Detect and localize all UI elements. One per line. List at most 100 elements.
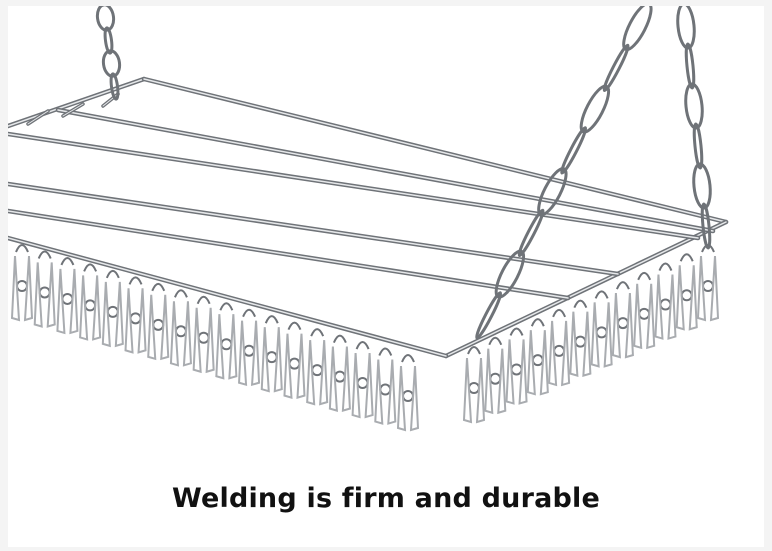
clothespin-hook	[552, 308, 567, 318]
clothespin-side	[505, 327, 528, 405]
clothespin-jaw	[23, 255, 34, 322]
clothespin-front	[192, 295, 215, 374]
clothespin-jaw	[182, 301, 192, 367]
clothespin-spring	[288, 357, 301, 370]
clothespin-hook	[37, 250, 52, 259]
clothespin-front	[328, 334, 351, 412]
clothespin-spring	[174, 325, 187, 338]
clothespin-jaw	[709, 255, 720, 322]
clothespin-front	[396, 354, 420, 432]
frame-front-edge-highlight	[8, 237, 447, 357]
clothespin-hook	[594, 290, 609, 299]
clothespin-hook	[701, 244, 715, 253]
clothespin-side	[484, 336, 507, 415]
clothespin-jaw	[526, 330, 536, 396]
clothespin-jaw	[364, 352, 374, 419]
clothespin-front	[56, 256, 79, 335]
clothespin-hook	[332, 334, 347, 344]
clothespin-spring	[510, 363, 523, 376]
clothespin-jaw	[351, 352, 361, 419]
chain-link	[602, 43, 630, 93]
clothespin-spring	[659, 298, 672, 311]
clothespin-jaw	[283, 333, 293, 399]
drying-rack-illustration	[8, 6, 729, 432]
clothespin-spring	[197, 331, 210, 344]
chain-front	[475, 6, 653, 340]
clothespin-side	[548, 308, 571, 387]
clothespin-hook	[658, 262, 673, 271]
clothespin-spring	[152, 318, 165, 331]
clothespin-front	[124, 276, 147, 354]
clothespin-hook	[287, 321, 302, 331]
clothespin-hook	[174, 289, 188, 298]
clothespin-front	[101, 269, 124, 348]
clothespin-jaw	[114, 281, 124, 348]
drying-rack-photo	[8, 6, 764, 547]
clothespin-hook	[219, 302, 234, 311]
chain-link	[109, 72, 120, 101]
clothespin-spring	[38, 286, 51, 299]
clothespin-spring	[531, 354, 544, 367]
clothespin-jaw	[561, 320, 571, 387]
clothespin-spring	[265, 351, 278, 364]
clothespin-jaw	[667, 274, 677, 340]
clothespin-jaw	[273, 327, 283, 393]
clothespin-jaw	[160, 294, 170, 361]
rack-bar-4-highlight	[8, 210, 569, 299]
clothespin-spring	[84, 299, 97, 312]
chain-link	[103, 26, 114, 55]
chain-link	[692, 162, 712, 210]
clothespin-jaw	[260, 327, 270, 393]
clothespin-spring	[553, 344, 566, 357]
clothespin-jaw	[387, 359, 397, 425]
chain-link	[101, 49, 122, 78]
clothespin-jaw	[475, 357, 486, 424]
clothespin-spring	[356, 377, 369, 390]
rack-frame	[8, 76, 729, 359]
clothespin-side	[611, 281, 634, 359]
frame-back-left-edge-highlight	[8, 78, 145, 127]
chain-right	[676, 6, 712, 250]
clothespin-front	[147, 282, 170, 361]
clothespin-jaw	[56, 268, 66, 335]
clothespin-jaw	[548, 320, 558, 387]
clothespin-side	[462, 346, 486, 424]
clothespin-hook	[637, 271, 652, 281]
clothespin-jaw	[319, 340, 329, 406]
clothespin-side	[633, 271, 656, 350]
clothespin-jaw	[69, 268, 79, 335]
clothespin-side	[675, 253, 698, 331]
clothespin-hook	[83, 263, 98, 272]
clothespin-jaw	[341, 346, 351, 412]
clothespin-jaw	[409, 365, 420, 432]
clothespin-spring	[680, 289, 693, 302]
clothespin-jaw	[92, 275, 102, 341]
clothespin-jaw	[238, 320, 248, 387]
clothespins	[10, 244, 720, 432]
clothespin-spring	[16, 280, 28, 292]
clothespin-spring	[129, 312, 142, 325]
clothespin-jaw	[497, 348, 507, 415]
clothespin-spring	[402, 390, 414, 402]
clothespin-hook	[15, 244, 29, 253]
clothespin-side	[526, 318, 549, 396]
chain-link	[684, 82, 704, 130]
clothespin-jaw	[124, 288, 134, 354]
clothespin-side	[569, 299, 592, 377]
clothespin-jaw	[462, 357, 473, 424]
clothespin-jaw	[646, 283, 656, 350]
clothespin-jaw	[215, 314, 225, 380]
clothespin-jaw	[603, 302, 613, 368]
clothespin-spring	[574, 335, 587, 348]
clothespin-jaw	[590, 302, 600, 368]
clothespin-hook	[615, 281, 630, 290]
clothespin-hook	[264, 315, 279, 324]
clothespin-spring	[311, 364, 324, 377]
clothespin-hook	[196, 295, 211, 305]
clothespin-jaw	[518, 339, 528, 405]
clothespin-hook	[467, 346, 481, 355]
clothespin-hook	[355, 341, 370, 350]
clothespin-jaw	[79, 275, 89, 341]
clothespin-jaw	[675, 265, 685, 331]
clothespin-jaw	[169, 301, 180, 367]
